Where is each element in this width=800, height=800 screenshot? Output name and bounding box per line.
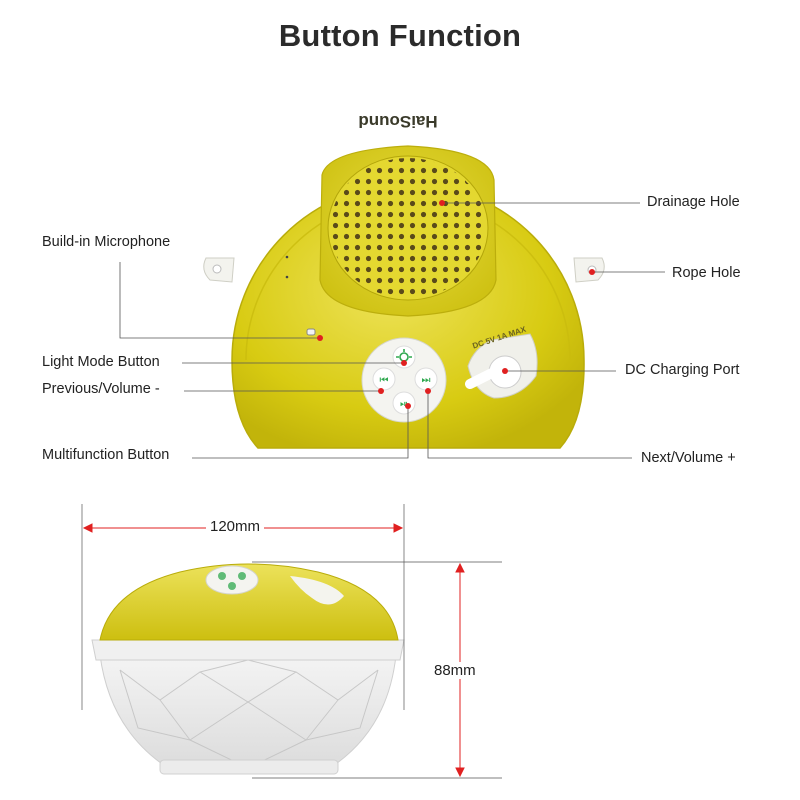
next-icon: ⏭	[422, 375, 431, 386]
rope-hole-label: Rope Hole	[672, 265, 741, 281]
drainage-hole-label: Drainage Hole	[647, 194, 740, 210]
previous-icon: ⏮	[380, 375, 389, 386]
microphone-label: Build-in Microphone	[42, 234, 171, 250]
page-title: Button Function	[278, 18, 522, 53]
next-volume-label: Next/Volume +	[641, 450, 736, 466]
charging-port: DC 5V 1A MAX	[465, 325, 538, 399]
multifunction-label: Multifunction Button	[42, 447, 170, 463]
play-pause-icon: ⏯	[400, 399, 408, 410]
previous-volume-label: Previous/Volume -	[42, 381, 160, 397]
button-pad: ⏮ ⏭ ⏯	[361, 337, 447, 423]
height-dimension: 88mm	[430, 662, 480, 679]
rope-hole-tab-left	[203, 257, 235, 283]
speaker-grill	[330, 158, 486, 298]
charging-port-label: DC Charging Port	[625, 362, 740, 378]
light-mode-label: Light Mode Button	[42, 354, 160, 370]
rope-hole-tab-right	[573, 257, 605, 283]
width-dimension: 120mm	[206, 518, 265, 535]
microphone-hole	[306, 328, 316, 336]
side-view	[91, 563, 405, 775]
brand-logo: HaiSound	[358, 112, 437, 131]
